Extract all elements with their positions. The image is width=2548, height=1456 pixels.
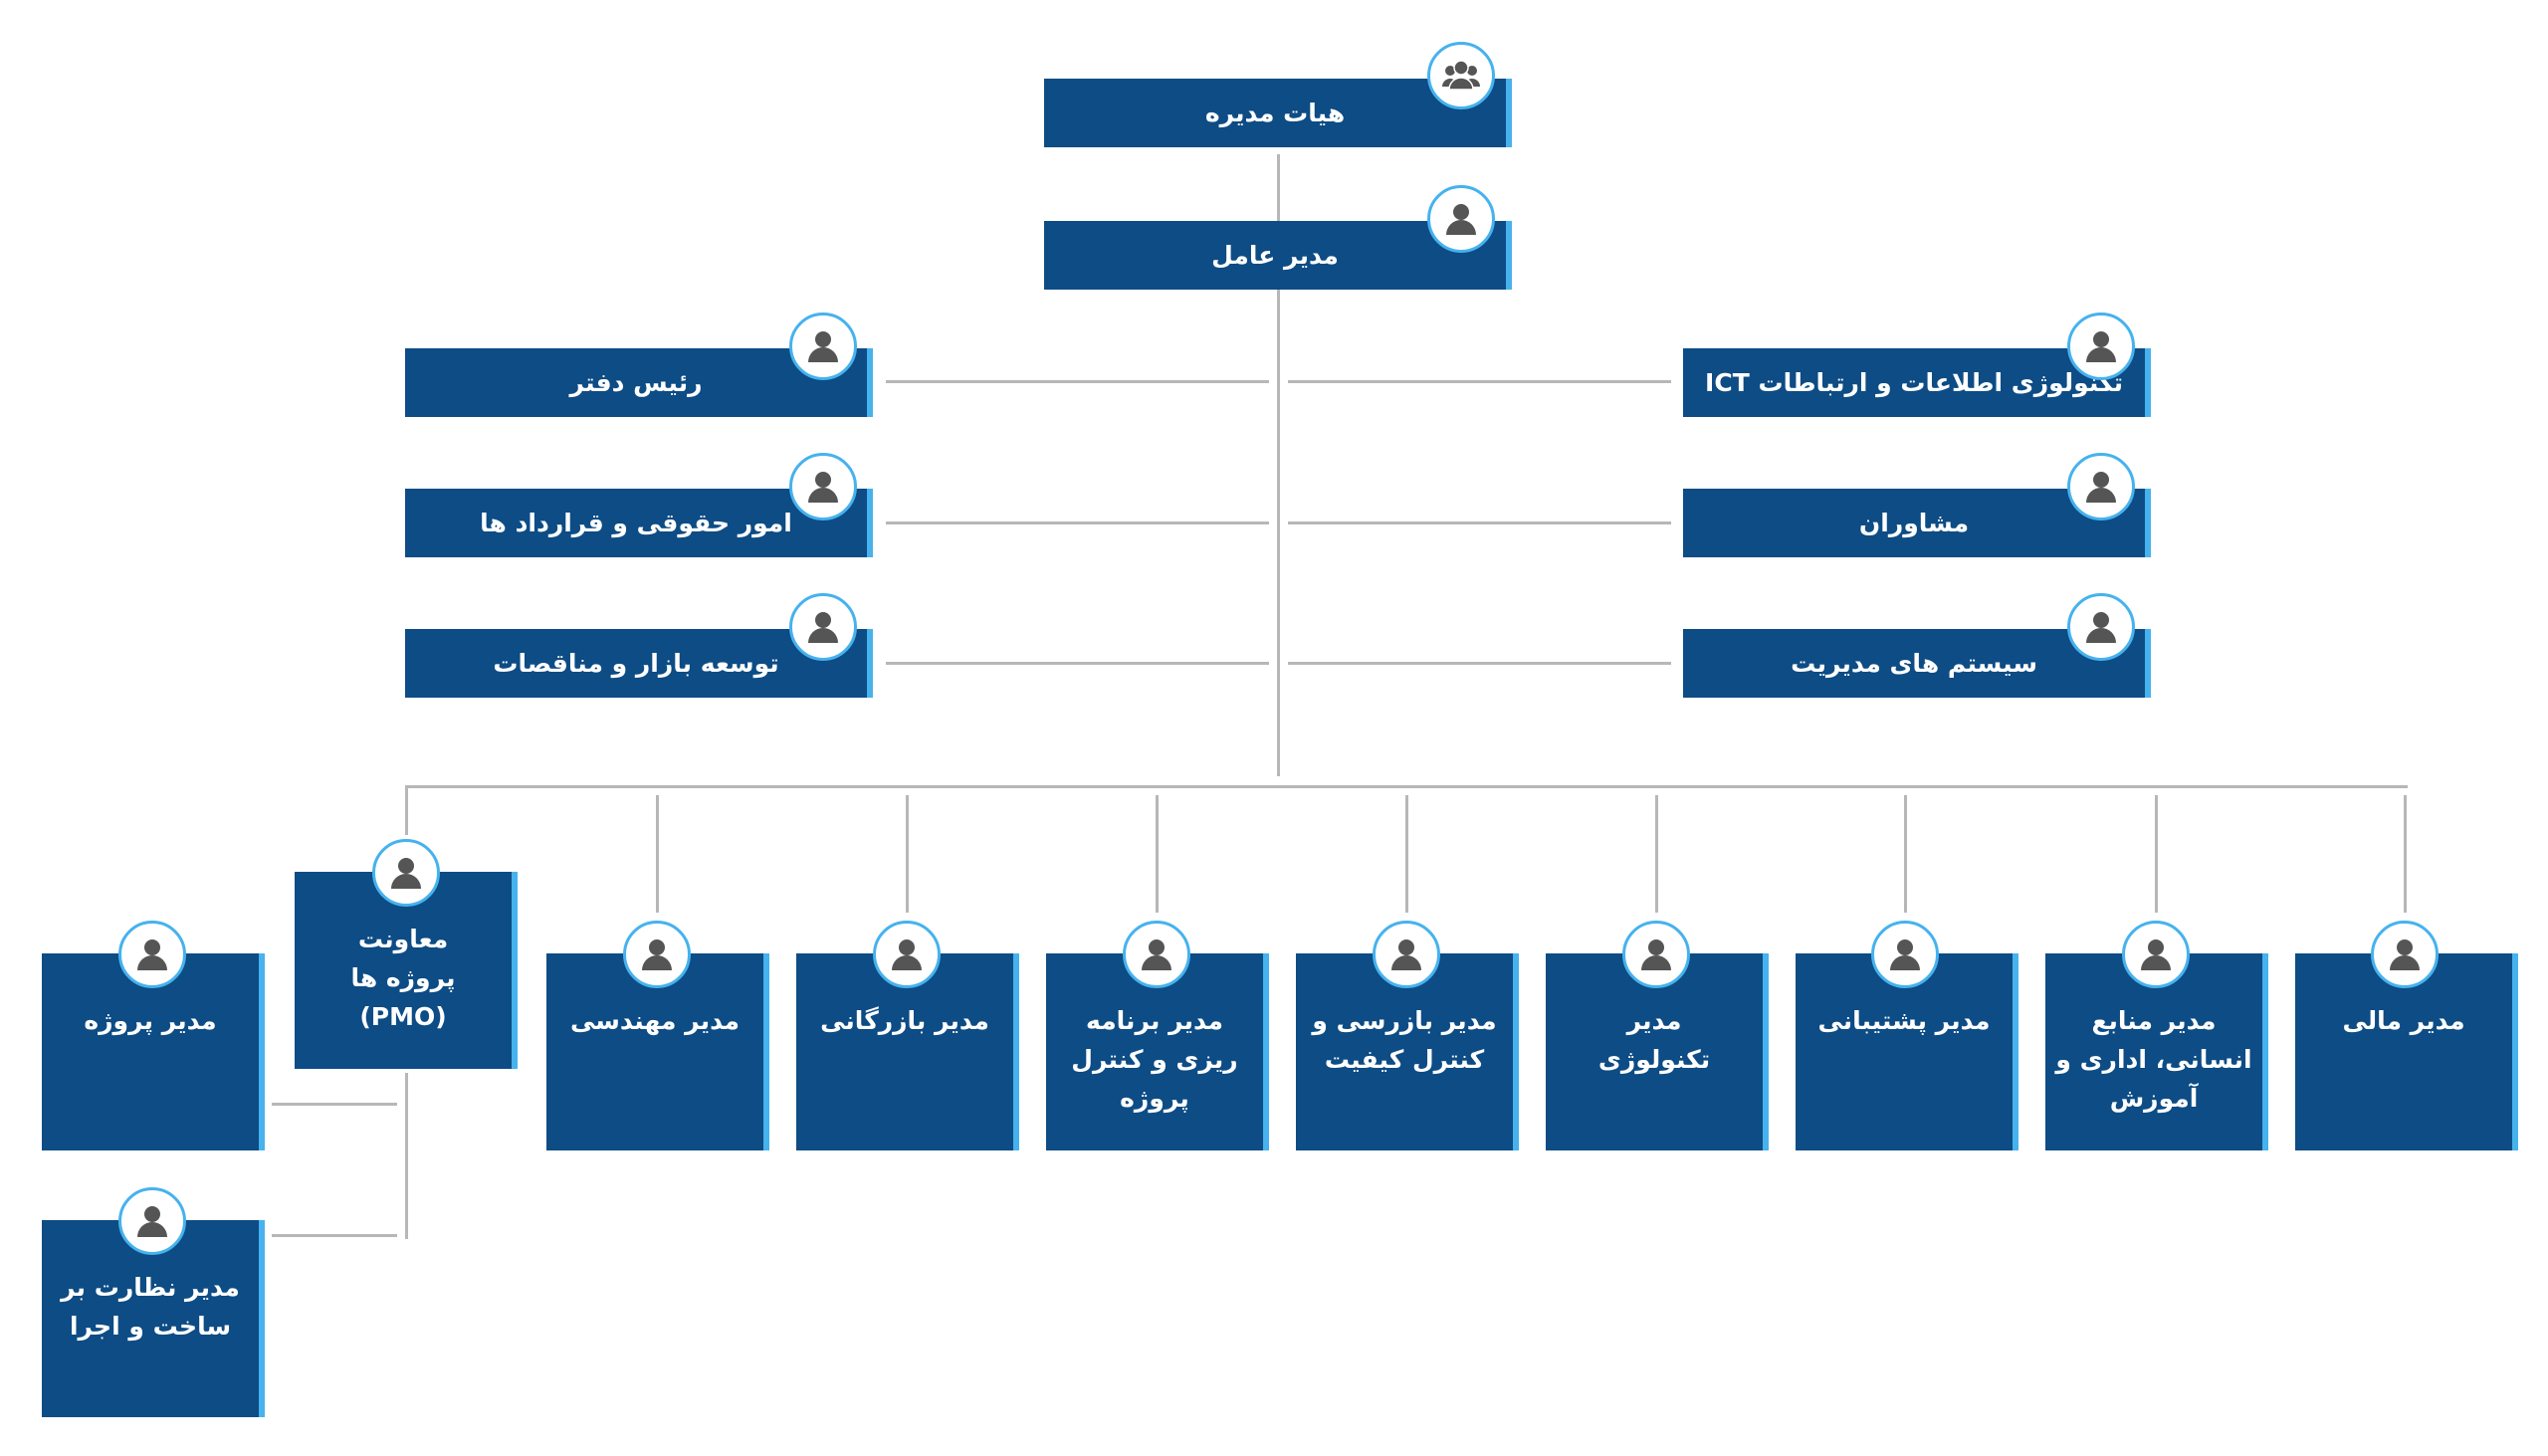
staff-right-label-management-systems: سیستم های مدیریت bbox=[1791, 649, 2037, 678]
manager-label-technology: مدیر تکنولوژی bbox=[1597, 1006, 1711, 1074]
connector-drop-pmo bbox=[405, 787, 408, 835]
staff-left-label-legal: امور حقوقی و قرارداد ها bbox=[480, 509, 792, 537]
manager-label-planning: مدیر برنامه ریزی و کنترل پروژه bbox=[1071, 1006, 1238, 1113]
pmo-child-label-supervision: مدیر نظارت بر ساخت و اجرا bbox=[61, 1273, 240, 1341]
connector-drop-hr bbox=[2155, 795, 2158, 913]
person-icon bbox=[137, 939, 167, 970]
pmo-avatar bbox=[372, 839, 440, 907]
connector-staff-left-1 bbox=[886, 380, 1269, 383]
connector-drop-commercial bbox=[906, 795, 909, 913]
person-icon bbox=[1890, 939, 1920, 970]
person-icon bbox=[642, 939, 672, 970]
pmo-box: معاونت پروژه ها (PMO) bbox=[295, 872, 518, 1069]
staff-left-avatar-legal bbox=[789, 453, 857, 520]
person-icon bbox=[2390, 939, 2420, 970]
connector-pmo-project-manager bbox=[272, 1103, 397, 1106]
person-icon bbox=[1641, 939, 1671, 970]
person-icon bbox=[808, 612, 838, 643]
ceo-label: مدیر عامل bbox=[1211, 241, 1339, 270]
manager-label-support: مدیر پشتیبانی bbox=[1817, 1006, 1991, 1035]
person-icon bbox=[892, 939, 922, 970]
connector-main-trunk bbox=[1277, 289, 1280, 776]
board-avatar bbox=[1427, 42, 1495, 109]
person-icon bbox=[137, 1206, 167, 1237]
board-label: هیات مدیره bbox=[1204, 99, 1346, 127]
manager-label-commercial: مدیر بازرگانی bbox=[820, 1006, 989, 1035]
connector-board-ceo bbox=[1277, 154, 1280, 223]
manager-avatar-finance bbox=[2371, 921, 2439, 988]
staff-left-label-office-head: رئیس دفتر bbox=[569, 368, 703, 397]
person-icon bbox=[1391, 939, 1421, 970]
manager-label-qc: مدیر بازرسی و کنترل کیفیت bbox=[1312, 1006, 1497, 1074]
manager-avatar-engineering bbox=[623, 921, 691, 988]
person-icon bbox=[808, 331, 838, 362]
staff-right-avatar-management-systems bbox=[2067, 593, 2135, 661]
manager-avatar-commercial bbox=[873, 921, 941, 988]
person-icon bbox=[391, 858, 421, 889]
connector-drop-finance bbox=[2404, 795, 2407, 913]
group-icon bbox=[1442, 60, 1480, 91]
staff-right-avatar-advisors bbox=[2067, 453, 2135, 520]
manager-avatar-hr bbox=[2122, 921, 2190, 988]
person-icon bbox=[1446, 204, 1476, 235]
manager-label-hr: مدیر منابع انسانی، اداری و آموزش bbox=[2055, 1006, 2252, 1113]
connector-staff-right-3 bbox=[1288, 662, 1671, 665]
connector-staff-right-1 bbox=[1288, 380, 1671, 383]
manager-avatar-support bbox=[1871, 921, 1939, 988]
pmo-child-avatar-project-manager bbox=[118, 921, 186, 988]
connector-staff-left-3 bbox=[886, 662, 1269, 665]
connector-pmo-supervision bbox=[272, 1234, 397, 1237]
pmo-label: معاونت پروژه ها (PMO) bbox=[350, 925, 456, 1031]
person-icon bbox=[1142, 939, 1171, 970]
manager-label-finance: مدیر مالی bbox=[2342, 1006, 2465, 1035]
connector-drop-qc bbox=[1405, 795, 1408, 913]
connector-pmo-trunk bbox=[405, 1073, 408, 1239]
person-icon bbox=[2086, 612, 2116, 643]
staff-left-label-market: توسعه بازار و مناقصات bbox=[493, 649, 779, 678]
connector-staff-left-2 bbox=[886, 521, 1269, 524]
staff-left-avatar-market bbox=[789, 593, 857, 661]
manager-label-engineering: مدیر مهندسی bbox=[569, 1006, 741, 1035]
manager-box-planning: مدیر برنامه ریزی و کنترل پروژه bbox=[1046, 953, 1269, 1150]
pmo-child-label-project-manager: مدیر پروژه bbox=[84, 1006, 217, 1035]
connector-drop-engineering bbox=[656, 795, 659, 913]
connector-drop-technology bbox=[1655, 795, 1658, 913]
ceo-avatar bbox=[1427, 185, 1495, 253]
staff-right-avatar-ict bbox=[2067, 312, 2135, 380]
manager-avatar-technology bbox=[1622, 921, 1690, 988]
pmo-child-avatar-supervision bbox=[118, 1187, 186, 1255]
staff-right-box-management-systems: سیستم های مدیریت bbox=[1683, 629, 2151, 698]
staff-right-label-advisors: مشاوران bbox=[1858, 509, 1970, 537]
staff-left-avatar-office-head bbox=[789, 312, 857, 380]
connector-staff-right-2 bbox=[1288, 521, 1671, 524]
person-icon bbox=[2086, 472, 2116, 503]
manager-avatar-qc bbox=[1373, 921, 1440, 988]
person-icon bbox=[2141, 939, 2171, 970]
person-icon bbox=[2086, 331, 2116, 362]
staff-right-label-ict: تکنولوژی اطلاعات و ارتباطات ICT bbox=[1705, 368, 2123, 397]
connector-drop-support bbox=[1904, 795, 1907, 913]
manager-avatar-planning bbox=[1123, 921, 1190, 988]
connector-drop-planning bbox=[1156, 795, 1159, 913]
connector-managers-bus bbox=[405, 785, 2408, 788]
person-icon bbox=[808, 472, 838, 503]
